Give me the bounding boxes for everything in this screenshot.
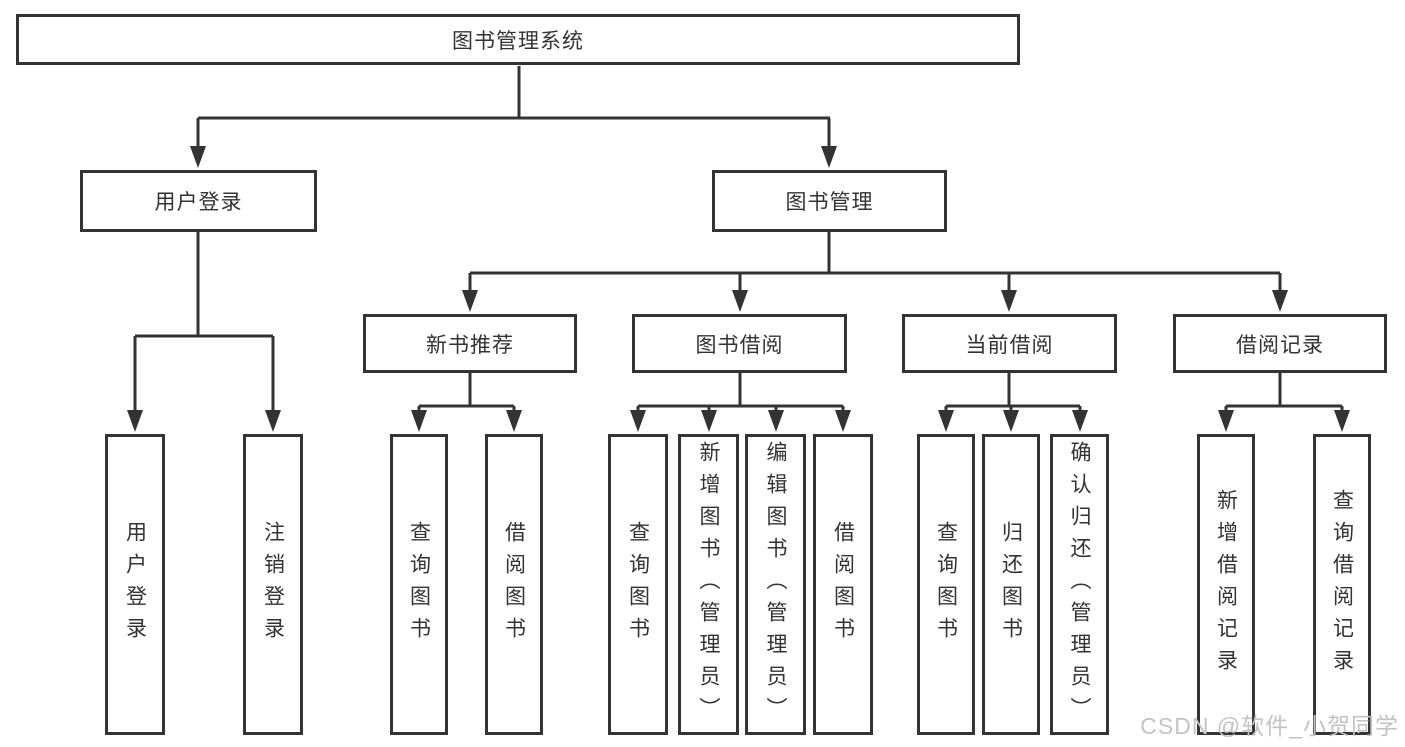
leaf-user-login: 用户登录 xyxy=(105,434,165,735)
node-label: 图书借阅 xyxy=(695,333,784,357)
node-library-management-system: 图书管理系统 xyxy=(16,14,1020,65)
node-label: 查询图书 xyxy=(934,520,958,649)
node-label: 查询图书 xyxy=(407,520,431,649)
node-label: 借阅记录 xyxy=(1236,333,1324,357)
node-label: 新书推荐 xyxy=(426,333,514,357)
connector-paths xyxy=(133,66,1344,412)
leaf-borrow-books-recommendation: 借阅图书 xyxy=(485,434,543,735)
leaf-add-books-admin: 新增图书（管理员） xyxy=(678,434,739,735)
leaf-confirm-return-admin: 确认归还（管理员） xyxy=(1050,434,1109,735)
node-book-borrowing: 图书借阅 xyxy=(632,314,847,373)
node-label: 用户登录 xyxy=(123,520,147,649)
node-label: 编辑图书（管理员） xyxy=(764,440,787,729)
node-new-book-recommendation: 新书推荐 xyxy=(363,314,577,373)
leaf-query-books-borrowing: 查询图书 xyxy=(608,434,668,735)
node-label: 注销登录 xyxy=(261,520,285,649)
node-label: 用户登录 xyxy=(154,191,243,214)
leaf-logout: 注销登录 xyxy=(243,434,303,735)
leaf-return-books: 归还图书 xyxy=(982,434,1040,735)
node-label: 图书管理 xyxy=(785,191,874,214)
node-label: 查询图书 xyxy=(626,520,650,649)
node-current-borrowing: 当前借阅 xyxy=(902,314,1117,373)
node-label: 当前借阅 xyxy=(965,333,1054,357)
node-label: 借阅图书 xyxy=(831,520,855,649)
csdn-watermark: CSDN @软件_小贺同学 xyxy=(1140,713,1399,739)
node-user-login: 用户登录 xyxy=(80,170,317,232)
node-label: 借阅图书 xyxy=(502,520,526,649)
node-label: 归还图书 xyxy=(999,520,1023,649)
node-label: 确认归还（管理员） xyxy=(1068,440,1091,729)
node-label: 查询借阅记录 xyxy=(1330,488,1354,681)
node-label: 新增图书（管理员） xyxy=(697,440,720,729)
leaf-borrow-books-borrowing: 借阅图书 xyxy=(813,434,873,735)
leaf-edit-books-admin: 编辑图书（管理员） xyxy=(745,434,806,735)
leaf-query-books-recommendation: 查询图书 xyxy=(390,434,448,735)
node-label: 新增借阅记录 xyxy=(1214,488,1238,681)
node-book-management: 图书管理 xyxy=(712,170,947,232)
leaf-query-borrowing-record: 查询借阅记录 xyxy=(1313,434,1371,735)
node-borrowing-records: 借阅记录 xyxy=(1173,314,1387,373)
leaf-query-books-current: 查询图书 xyxy=(917,434,975,735)
leaf-add-borrowing-record: 新增借阅记录 xyxy=(1197,434,1255,735)
node-label: 图书管理系统 xyxy=(452,29,584,53)
